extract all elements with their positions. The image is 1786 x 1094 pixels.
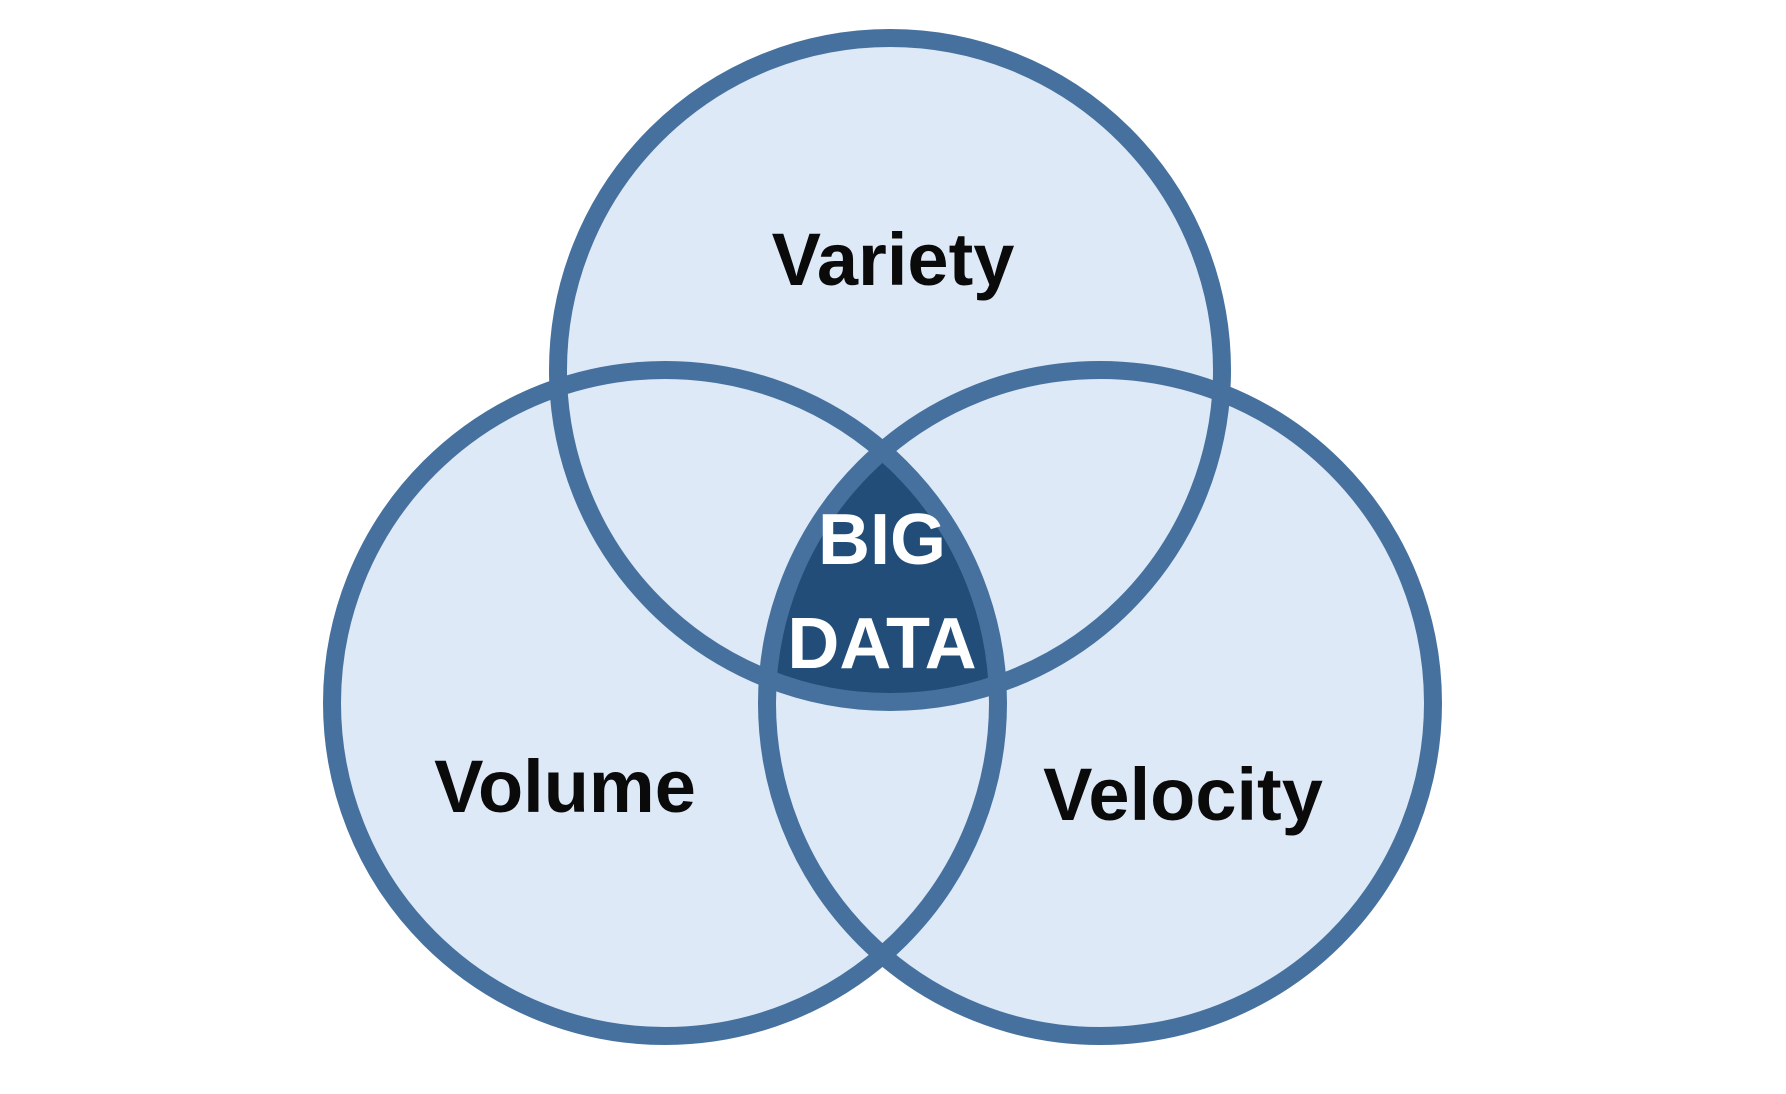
variety-label: Variety — [772, 218, 1015, 301]
volume-circle-outline — [323, 361, 1007, 1045]
velocity-label: Velocity — [1043, 753, 1323, 836]
big-data-label-line2: DATA — [787, 604, 976, 684]
velocity-circle-outline — [758, 361, 1442, 1045]
circle-outlines — [323, 29, 1442, 1045]
big-data-intersection — [767, 370, 998, 702]
variety-circle-outline — [549, 29, 1231, 711]
volume-label: Volume — [434, 745, 696, 828]
big-data-label-line1: BIG — [818, 500, 946, 580]
